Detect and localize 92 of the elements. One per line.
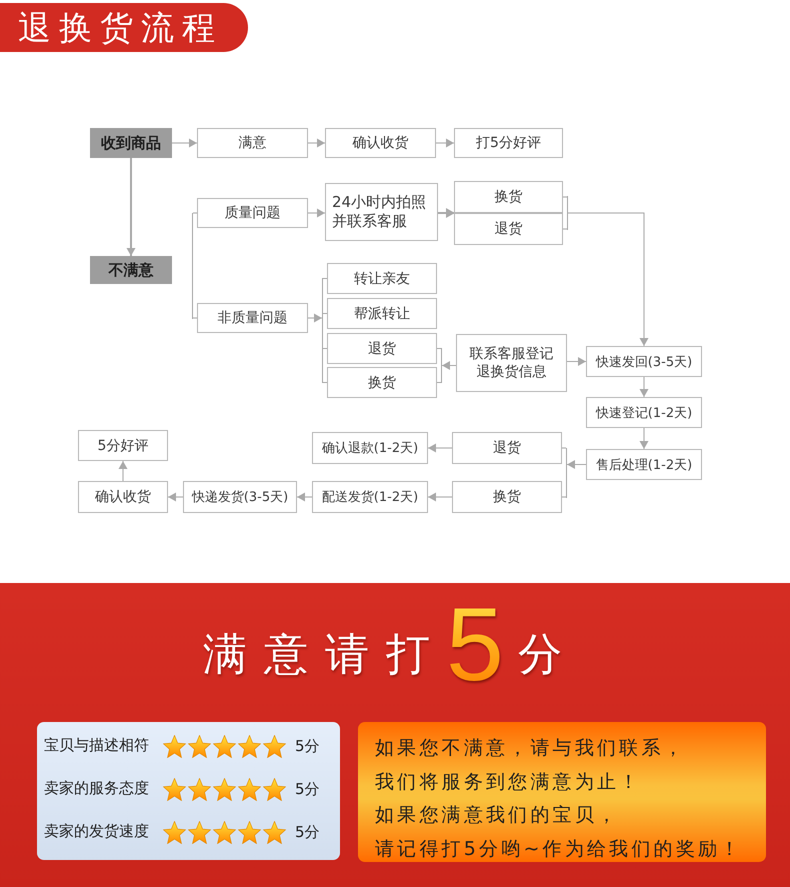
arrow (126, 158, 136, 256)
arrow (428, 492, 452, 502)
score-text: 5分 (295, 737, 320, 756)
connector-line (322, 313, 328, 314)
box-label: 配送发货(1-2天) (322, 489, 418, 506)
process-box (90, 256, 172, 284)
arrow (568, 212, 648, 346)
box-label: 快速发回(3-5天) (596, 354, 692, 370)
connector-line (562, 228, 568, 230)
connector-line (192, 212, 198, 214)
connector-line (322, 278, 328, 279)
process-box (312, 432, 428, 464)
arrow (428, 444, 452, 452)
message-text: 我们将服务到您满意为止！ (375, 770, 642, 794)
process-box (325, 183, 438, 241)
score-text: 5分 (295, 823, 320, 842)
box-label: 换货 (493, 488, 521, 506)
connector-line (322, 348, 328, 349)
arrow (566, 357, 586, 366)
process-box (312, 481, 428, 513)
box-label: 收到商品 (101, 134, 161, 152)
box-label: 快速登记(1-2天) (596, 404, 692, 422)
score-text: 5分 (295, 780, 320, 799)
rating-label: 卖家的服务态度 (44, 779, 149, 798)
heading-text: 分 (518, 633, 562, 677)
box-label: 退货 (493, 439, 521, 457)
arrow (172, 138, 198, 148)
process-box (454, 128, 563, 158)
arrow (566, 460, 586, 469)
process-box (327, 333, 437, 364)
box-label: 快递发货(3-5天) (192, 489, 288, 506)
page-title: 退换货流程 (0, 3, 248, 52)
process-box (454, 213, 563, 245)
process-box (183, 481, 297, 513)
process-box (586, 449, 702, 480)
process-box (197, 198, 308, 228)
heading-text: 满意请打 (203, 633, 447, 677)
process-box (452, 432, 562, 464)
box-label: 退货 (368, 340, 396, 358)
box-label: 确认退款(1-2天) (322, 440, 418, 457)
message-text: 如果您满意我们的宝贝， (375, 803, 620, 828)
box-label: 售后处理(1-2天) (596, 456, 692, 474)
box-label: 转让亲友 (354, 270, 410, 288)
process-box (327, 298, 437, 329)
process-box (452, 481, 562, 513)
process-box (78, 481, 168, 513)
connector-line (436, 382, 442, 383)
box-label: 确认收货 (352, 134, 408, 152)
message-text: 如果您不满意，请与我们联系， (375, 736, 686, 761)
arrow (442, 361, 456, 370)
box-label: 5分好评 (98, 436, 148, 454)
arrow (118, 460, 128, 482)
process-box (197, 303, 308, 333)
box-label: 打5分好评 (476, 134, 541, 152)
connector-line (562, 196, 568, 198)
box-label: 不满意 (108, 260, 154, 280)
process-box (456, 334, 567, 392)
arrow (436, 138, 454, 148)
arrow (296, 492, 312, 502)
box-label: 质量问题 (224, 204, 280, 222)
process-box (90, 128, 172, 158)
process-box (78, 430, 168, 461)
arrow (308, 314, 322, 322)
process-box (325, 128, 436, 158)
arrow (640, 428, 648, 450)
rating-label: 卖家的发货速度 (44, 822, 149, 841)
rating-label: 宝贝与描述相符 (44, 736, 149, 755)
message-text: 请记得打5分哟~作为给我们的奖励！ (375, 836, 742, 862)
process-box (586, 346, 702, 377)
box-label: 帮派转让 (354, 304, 410, 322)
box-label: 满意 (238, 134, 266, 152)
arrow (640, 376, 648, 398)
box-label: 确认收货 (95, 488, 151, 506)
process-box (327, 367, 437, 398)
box-label: 非质量问题 (218, 309, 288, 327)
connector-line (436, 348, 442, 349)
process-box (327, 263, 437, 294)
box-label: 换货 (368, 374, 396, 392)
process-box (586, 397, 702, 428)
box-label: 联系客服登记退换货信息 (468, 344, 554, 382)
process-box (197, 128, 308, 158)
message-panel (358, 722, 766, 862)
box-label: 换货 (494, 188, 522, 206)
box-label: 退货 (494, 220, 522, 238)
arrow (308, 138, 326, 148)
rating-panel (37, 722, 340, 860)
connector-line (322, 382, 328, 383)
box-label: 24小时内拍照并联系客服 (331, 192, 428, 232)
process-box (454, 181, 563, 213)
arrow (168, 492, 184, 502)
arrow (308, 208, 326, 218)
connector-line (562, 496, 566, 498)
